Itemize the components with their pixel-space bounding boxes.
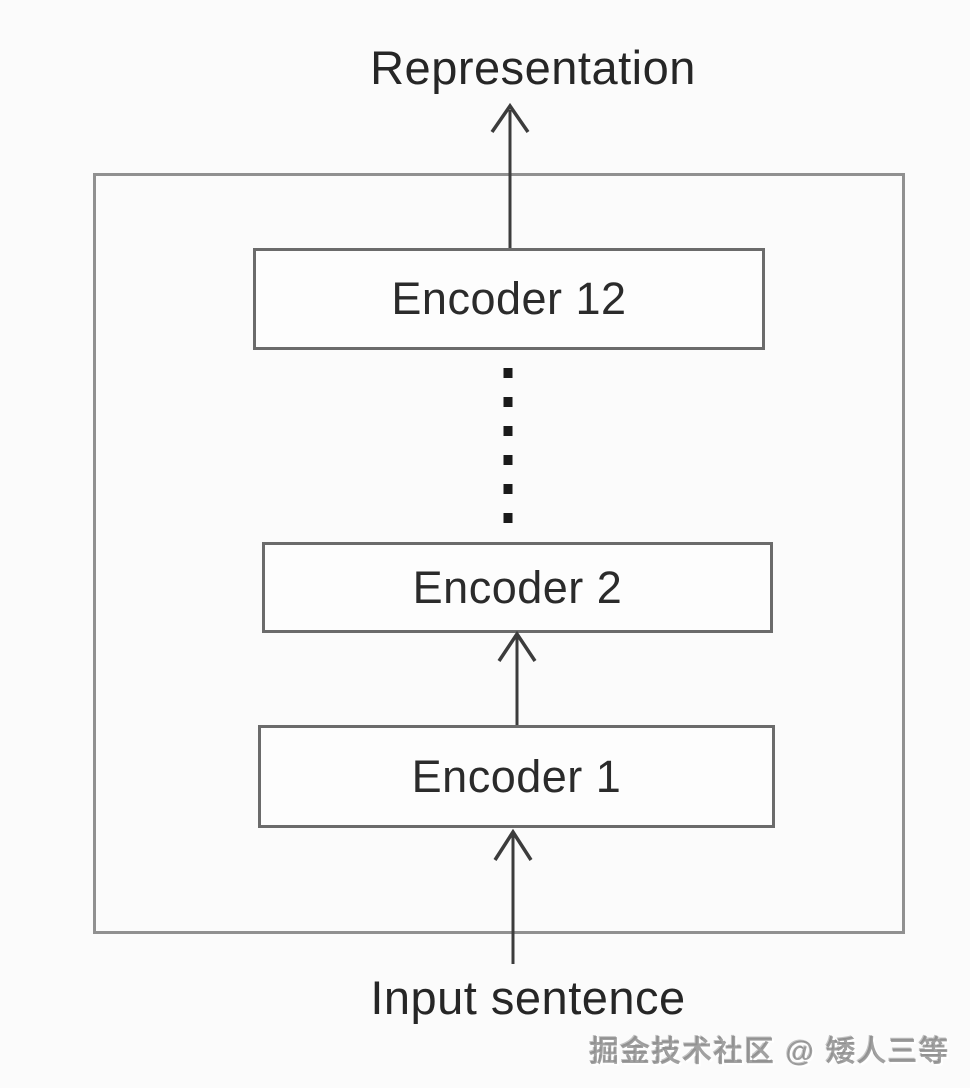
encoder-2-label: Encoder 2: [412, 561, 623, 613]
encoder-2-box: Encoder 2: [262, 542, 773, 633]
representation-label: Representation: [370, 41, 696, 94]
output-arrowhead-icon: [490, 102, 530, 133]
encoder-1-label: Encoder 1: [411, 750, 622, 802]
encoder-1-box: Encoder 1: [258, 725, 775, 828]
encoder-12-box: Encoder 12: [253, 248, 765, 350]
model-boundary-box: [93, 173, 905, 934]
watermark-text: 掘金技术社区 @ 矮人三等: [589, 1036, 950, 1068]
encoder-12-label: Encoder 12: [391, 273, 627, 324]
input-sentence-label: Input sentence: [370, 971, 686, 1024]
